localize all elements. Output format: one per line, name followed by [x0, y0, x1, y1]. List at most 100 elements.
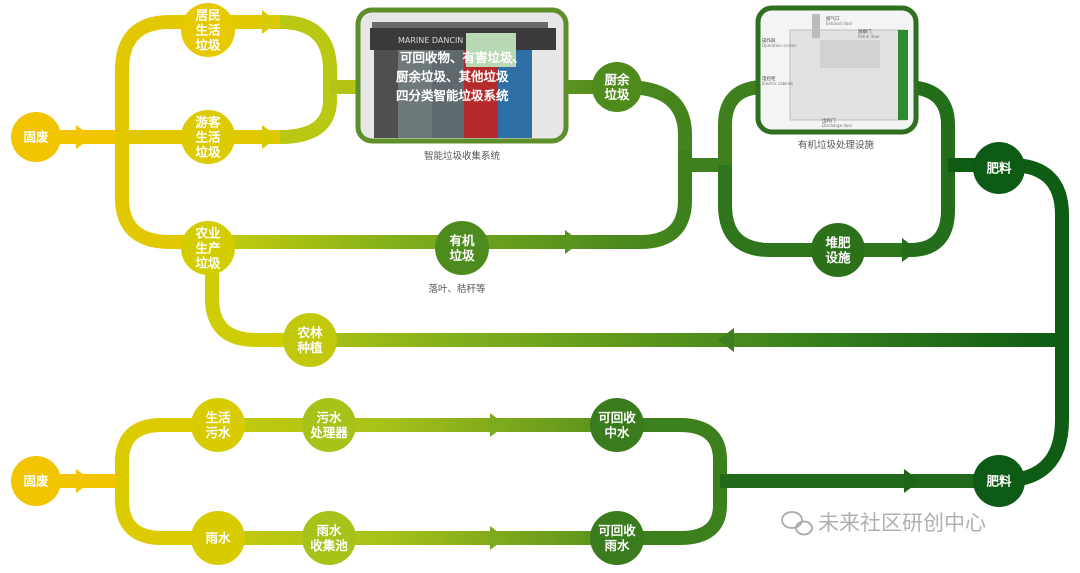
arrow-right-icon [262, 10, 278, 34]
top-flow-lines [44, 15, 1069, 488]
node-label: 雨水 [604, 538, 630, 553]
node-circle [590, 398, 644, 452]
node-label: 处理器 [309, 425, 348, 440]
node-label: 收集池 [310, 538, 348, 553]
top-flow-arrows [76, 10, 918, 352]
node-label: 农林 [296, 325, 323, 340]
node-label: 有机 [449, 233, 475, 248]
node-source-top: 固废 [11, 112, 61, 162]
node-circle [592, 62, 642, 112]
smart-bin-panel: MARINE DANCIN 可回收物、有害垃圾、 厨余垃圾、其他垃圾 四分类智能… [355, 7, 569, 144]
node-label: 固废 [23, 474, 49, 489]
node-label: 设施 [825, 250, 851, 265]
facility-label: 操作屏 [762, 37, 776, 44]
bottom-flow-lines [44, 418, 1000, 545]
arrow-right-icon [902, 238, 918, 262]
node-label: 农业 [194, 226, 221, 241]
node-label: 中水 [604, 425, 630, 440]
arrow-right-icon [76, 469, 92, 493]
node-circle [590, 511, 644, 565]
node-circle [973, 142, 1025, 194]
node-circle [191, 511, 245, 565]
node-circle [11, 456, 61, 506]
facility-label: 电控柜 [762, 75, 776, 82]
node-label: 厨余 [604, 72, 630, 87]
node-label: 污水 [205, 425, 231, 440]
node-label: 生产 [195, 241, 220, 256]
arrow-right-icon [904, 469, 920, 493]
node-label: 雨水 [205, 531, 231, 546]
bin-overlay-line-1: 可回收物、有害垃圾、 [400, 50, 525, 65]
facility-label: Operation screen [762, 43, 797, 48]
node-label: 可回收 [598, 523, 636, 538]
facility-label: 出料门 [822, 117, 836, 124]
node-label: 垃圾 [449, 248, 475, 263]
node-label: 垃圾 [195, 256, 221, 271]
arrow-right-icon [565, 230, 581, 254]
bin-overlay-line-3: 四分类智能垃圾系统 [396, 88, 509, 103]
node-label: 居民 [195, 8, 220, 23]
node-circle [181, 110, 235, 164]
node-label: 固废 [23, 130, 49, 145]
node-label: 垃圾 [195, 38, 221, 53]
node-circle [302, 398, 356, 452]
node-label: 肥料 [986, 161, 1012, 176]
node-label: 污水 [316, 410, 342, 425]
node-circle [181, 3, 235, 57]
facility-label: 排气口 [826, 15, 840, 22]
node-circle [283, 313, 337, 367]
node-label: 雨水 [316, 523, 342, 538]
node-circle [302, 511, 356, 565]
node-label: 可回收 [598, 410, 636, 425]
node-rainwater: 雨水 [191, 511, 245, 565]
organic-facility-panel: 排气口 Exhaust door 观察门 Patrol door 操作屏 Ope… [755, 5, 919, 135]
node-label: 堆肥 [825, 235, 851, 250]
watermark: 未来社区研创中心 [781, 511, 986, 536]
arrow-right-icon [76, 125, 92, 149]
node-kitchen-waste: 厨余垃圾 [592, 62, 642, 112]
node-circle [181, 221, 235, 275]
wechat-icon [781, 511, 813, 536]
node-circle [191, 398, 245, 452]
node-label: 生活 [205, 410, 231, 425]
arrow-right-icon [262, 125, 278, 149]
organic-facility-caption: 有机垃圾处理设施 [798, 139, 875, 151]
node-label: 生活 [195, 130, 221, 145]
facility-label: 观察门 [858, 28, 872, 35]
node-circle [435, 221, 489, 275]
node-fertilizer-bottom: 肥料 [973, 455, 1025, 507]
watermark-text: 未来社区研创中心 [818, 511, 986, 535]
node-label: 垃圾 [604, 87, 630, 102]
facility-label: Exhaust door [826, 21, 853, 26]
node-circle [811, 223, 865, 277]
bin-overlay-line-2: 厨余垃圾、其他垃圾 [396, 69, 509, 84]
node-circle [11, 112, 61, 162]
facility-label: Patrol door [858, 34, 880, 39]
node-fertilizer-top: 肥料 [973, 142, 1025, 194]
node-label: 垃圾 [195, 145, 221, 160]
node-layer: 固废居民生活垃圾游客生活垃圾农业生产垃圾厨余垃圾有机垃圾堆肥设施肥料农林种植固废… [11, 3, 1025, 565]
smart-bin-caption: 智能垃圾收集系统 [424, 150, 501, 162]
node-label: 游客 [195, 115, 221, 130]
node-label: 生活 [195, 23, 221, 38]
facility-label: Electric cabinet [762, 81, 793, 86]
arrow-right-icon [490, 526, 506, 550]
facility-label: Discharge door [822, 123, 853, 128]
bottom-flow-arrows [76, 413, 920, 550]
node-organic-waste: 有机垃圾 [435, 221, 489, 275]
bin-brand: MARINE DANCIN [398, 36, 463, 45]
arrow-right-icon [490, 413, 506, 437]
organic-note: 落叶、秸秆等 [428, 283, 486, 295]
